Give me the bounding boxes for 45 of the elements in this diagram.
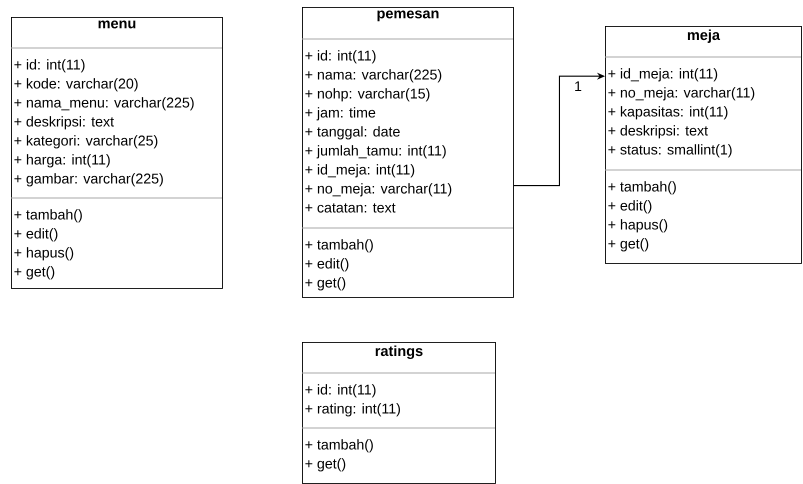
class-name: menu xyxy=(98,20,136,28)
attribute-text: + id: int(11) xyxy=(305,384,376,398)
method-text: + edit() xyxy=(305,258,348,272)
method-text: + get() xyxy=(305,458,346,472)
attribute-text: + deskripsi: text xyxy=(14,116,114,130)
method-text: + hapus() xyxy=(608,219,668,232)
attribute-text: + harga: int(11) xyxy=(14,154,110,168)
attribute-text: + status: smallint(1) xyxy=(608,144,732,158)
class-name: ratings xyxy=(376,345,423,360)
method-text: + hapus() xyxy=(14,247,74,260)
attribute-text: + id_meja: int(11) xyxy=(305,164,414,178)
attribute-text: + no_meja: varchar(11) xyxy=(305,183,452,196)
attribute-text: + no_meja: varchar(11) xyxy=(608,87,754,100)
class-box xyxy=(605,26,802,264)
method-text: + edit() xyxy=(14,228,58,242)
method-text: + tambah() xyxy=(305,239,373,252)
attribute-text: + nohp: varchar(15) xyxy=(305,88,430,102)
method-text: + edit() xyxy=(608,200,652,214)
attribute-text: + jam: time xyxy=(305,107,376,120)
method-text: + tambah() xyxy=(14,209,82,222)
class-name: pemesan xyxy=(377,10,438,22)
attribute-text: + id_meja: int(11) xyxy=(608,68,718,82)
attribute-text: + jumlah_tamu: int(11) xyxy=(305,145,446,158)
attribute-text: + nama_menu: varchar(225) xyxy=(14,97,194,110)
method-text: + get() xyxy=(14,266,54,280)
attribute-text: + tanggal: date xyxy=(305,126,400,140)
method-text: + get() xyxy=(608,238,648,252)
edge-label: 1 xyxy=(575,81,582,91)
method-text: + get() xyxy=(305,277,346,290)
class-box xyxy=(302,7,514,298)
attribute-text: + catatan: text xyxy=(305,203,396,213)
method-text: + tambah() xyxy=(305,439,373,452)
class-name: meja xyxy=(688,29,720,43)
attribute-text: + gambar: varchar(225) xyxy=(14,173,163,186)
attribute-text: + nama: varchar(225) xyxy=(305,69,442,82)
attribute-text: + rating: int(11) xyxy=(305,403,400,416)
method-text: + tambah() xyxy=(608,181,676,194)
attribute-text: + kategori: varchar(25) xyxy=(14,135,158,148)
attribute-text: + deskripsi: text xyxy=(608,125,708,138)
attribute-text: + id: int(11) xyxy=(14,59,85,72)
class-box xyxy=(11,17,223,289)
attribute-text: + kode: varchar(20) xyxy=(14,78,138,92)
attribute-text: + id: int(11) xyxy=(305,50,376,64)
attribute-text: + kapasitas: int(11) xyxy=(608,106,728,120)
class-box xyxy=(302,342,496,484)
